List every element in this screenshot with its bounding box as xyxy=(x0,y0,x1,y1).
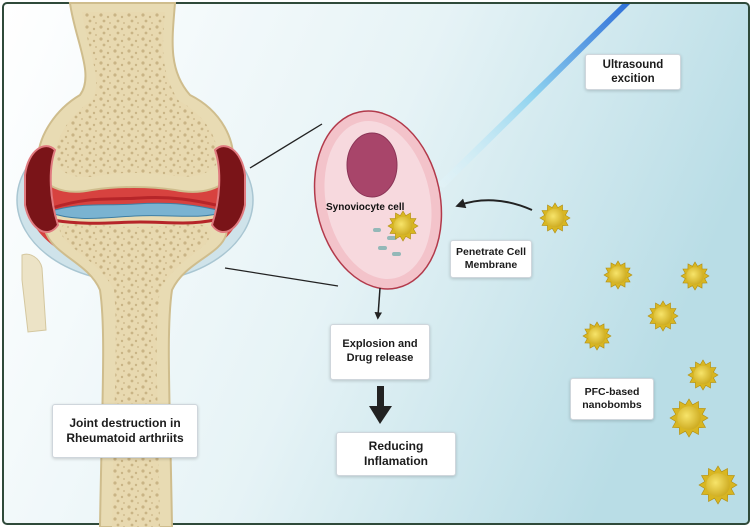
nanobomb-core xyxy=(686,267,704,285)
synoviocyte-cell xyxy=(313,110,443,290)
nanobomb-core xyxy=(677,406,701,430)
reducing-label: Reducing Inflamation xyxy=(336,432,456,476)
nanobomb-core xyxy=(693,365,713,385)
arrow-nanobomb-to-cell xyxy=(455,198,533,211)
zoom-line-bottom xyxy=(224,267,339,287)
joint-label: Joint destruction in Rheumatoid arthriit… xyxy=(52,404,198,458)
nanobomb-core xyxy=(706,473,730,497)
arrow-explosion-to-reducing xyxy=(369,386,392,424)
synoviocyte-label: Synoviocyte cell xyxy=(326,202,405,213)
knee-joint-illustration xyxy=(16,1,254,527)
nanobomb-core xyxy=(653,306,673,326)
arrow-cell-to-explosion xyxy=(374,287,383,320)
nanobomb-core xyxy=(545,208,565,228)
ultrasound-beam xyxy=(436,4,630,188)
nanobomb-core xyxy=(609,266,627,284)
nanobombs-group xyxy=(387,202,738,505)
cell-nucleus xyxy=(346,132,398,198)
penetrate-label: Penetrate Cell Membrane xyxy=(450,240,532,278)
ultrasound-label: Ultrasound excition xyxy=(585,54,681,90)
nanobomb-core xyxy=(588,327,606,345)
nanobomb-core xyxy=(393,216,413,236)
zoom-line-top xyxy=(249,123,323,169)
explosion-label: Explosion and Drug release xyxy=(330,324,430,380)
nanobombs-label: PFC-based nanobombs xyxy=(570,378,654,420)
